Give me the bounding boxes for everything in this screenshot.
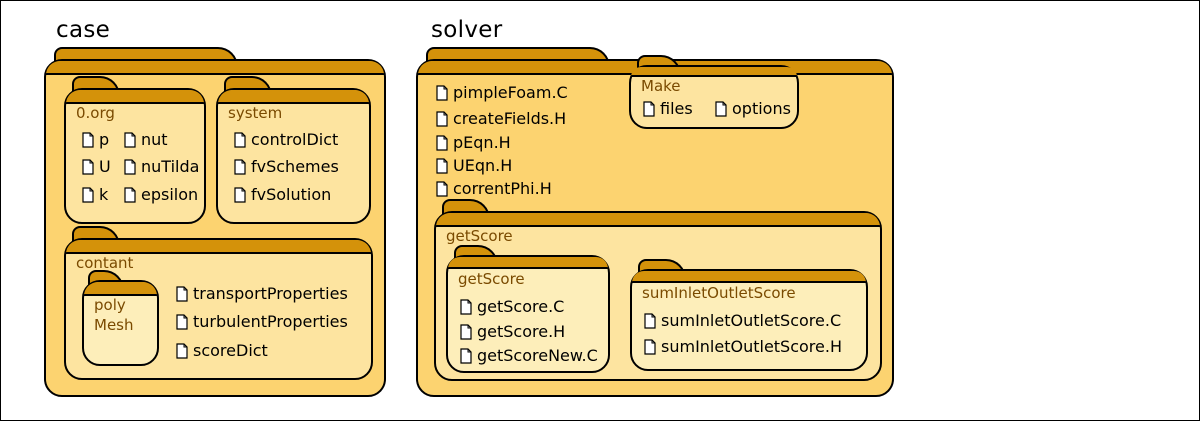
- file-item: getScoreNew.C: [460, 346, 598, 365]
- file-item: turbulentProperties: [176, 312, 348, 331]
- file-item: U: [82, 157, 111, 176]
- file-icon: [460, 347, 472, 364]
- polymesh-label-line1: poly: [94, 296, 126, 314]
- make-folder-label: Make: [641, 77, 681, 95]
- file-item: scoreDict: [176, 341, 268, 360]
- file-item: getScore.H: [460, 322, 565, 341]
- file-icon: [644, 338, 656, 355]
- file-icon: [715, 100, 727, 117]
- file-item: pEqn.H: [436, 133, 511, 152]
- file-icon: [644, 312, 656, 329]
- file-item: epsilon: [124, 185, 198, 204]
- file-icon: [460, 298, 472, 315]
- make-folder: Make files options: [629, 55, 799, 129]
- solver-heading: solver: [431, 17, 503, 43]
- org-folder-label: 0.org: [76, 104, 115, 122]
- file-item: nuTilda: [124, 157, 199, 176]
- file-item: sumInletOutletScore.C: [644, 311, 841, 330]
- polymesh-folder: poly Mesh: [82, 270, 159, 366]
- file-icon: [643, 100, 655, 117]
- file-item: options: [715, 99, 791, 118]
- file-item: correntPhi.H: [436, 179, 552, 198]
- file-item: fvSolution: [234, 185, 331, 204]
- file-icon: [436, 157, 448, 174]
- file-icon: [176, 342, 188, 359]
- file-icon: [176, 313, 188, 330]
- file-icon: [234, 158, 246, 175]
- file-icon: [82, 186, 94, 203]
- file-icon: [124, 158, 136, 175]
- file-icon: [124, 131, 136, 148]
- file-item: transportProperties: [176, 284, 348, 303]
- file-item: files: [643, 99, 693, 118]
- file-item: pimpleFoam.C: [436, 83, 568, 102]
- org-folder: 0.org p U k nut nuTilda epsilon: [64, 76, 206, 224]
- file-item: getScore.C: [460, 297, 564, 316]
- file-item: fvSchemes: [234, 157, 339, 176]
- case-heading: case: [56, 17, 111, 43]
- file-item: p: [82, 130, 109, 149]
- file-icon: [176, 285, 188, 302]
- contant-folder-label: contant: [76, 254, 134, 272]
- file-icon: [82, 131, 94, 148]
- system-folder-label: system: [228, 104, 283, 122]
- suminlet-folder: sumInletOutletScore sumInletOutletScore.…: [630, 259, 868, 371]
- file-item: k: [82, 185, 108, 204]
- solver-folder: pimpleFoam.C createFields.H pEqn.H UEqn.…: [416, 47, 894, 397]
- getscore-inner-folder: getScore getScore.C getScore.H getScoreN…: [446, 245, 610, 373]
- file-icon: [436, 84, 448, 101]
- file-item: controlDict: [234, 130, 338, 149]
- getscore-inner-label: getScore: [458, 270, 525, 288]
- getscore-outer-folder: getScore getScore getScore.C getScore.H …: [434, 199, 882, 381]
- file-item: createFields.H: [436, 109, 566, 128]
- file-icon: [460, 323, 472, 340]
- file-icon: [436, 180, 448, 197]
- case-folder: 0.org p U k nut nuTilda epsilon system c…: [44, 47, 386, 397]
- file-item: nut: [124, 130, 168, 149]
- contant-folder: contant poly Mesh transportProperties tu…: [64, 226, 373, 380]
- file-icon: [436, 134, 448, 151]
- polymesh-label-line2: Mesh: [94, 316, 134, 334]
- suminlet-folder-label: sumInletOutletScore: [642, 284, 796, 302]
- system-folder: system controlDict fvSchemes fvSolution: [216, 76, 371, 224]
- file-icon: [82, 158, 94, 175]
- getscore-outer-label: getScore: [446, 227, 513, 245]
- file-item: sumInletOutletScore.H: [644, 337, 842, 356]
- file-icon: [436, 110, 448, 127]
- file-icon: [124, 186, 136, 203]
- file-icon: [234, 186, 246, 203]
- file-item: UEqn.H: [436, 156, 512, 175]
- file-icon: [234, 131, 246, 148]
